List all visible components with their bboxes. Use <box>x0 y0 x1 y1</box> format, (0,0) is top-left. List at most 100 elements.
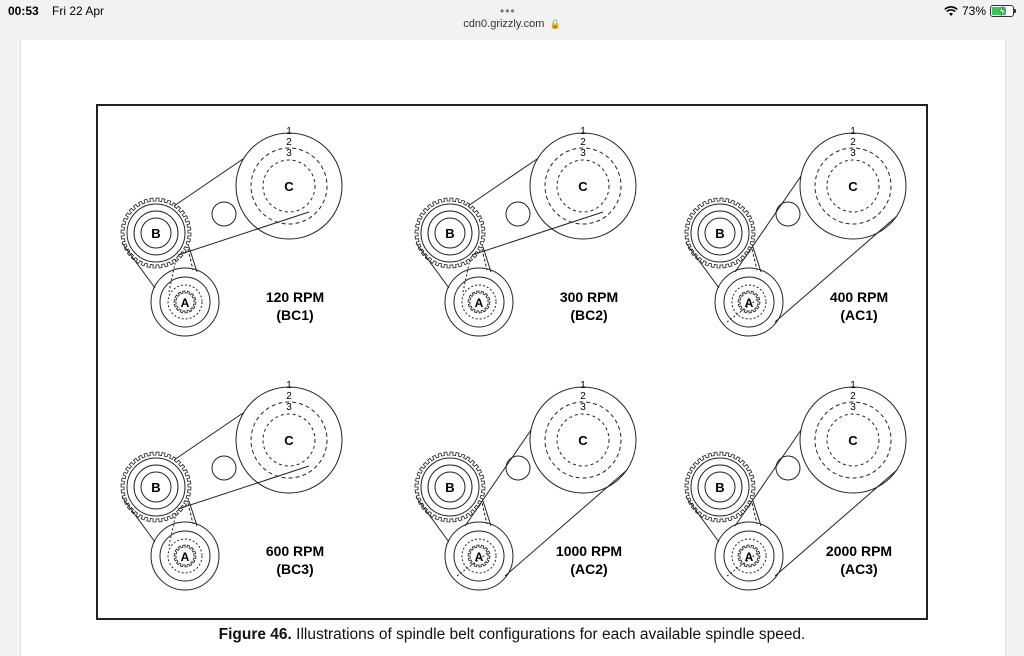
belts <box>685 429 898 577</box>
pulley-a-label: A <box>181 550 190 564</box>
pulley-a-spline <box>467 544 491 568</box>
pulley-a: A <box>150 267 220 337</box>
pulley-b-teeth <box>414 451 486 523</box>
step-label-1: 1 <box>580 380 586 391</box>
belts <box>685 175 898 323</box>
pulley-c: C 123 <box>799 126 907 240</box>
pulley-c-label: C <box>578 433 588 448</box>
config-code-label: (AC1) <box>840 307 877 323</box>
pulley-a-label: A <box>745 550 754 564</box>
step-label-3: 3 <box>580 402 586 413</box>
config-code-label: (BC3) <box>276 561 313 577</box>
pulley-c-label: C <box>284 433 294 448</box>
pulley-a-spline <box>737 290 761 314</box>
pulley-b: B <box>120 197 192 269</box>
idler-pulley <box>505 455 531 481</box>
step-label-2: 2 <box>286 137 292 148</box>
pulley-b-teeth <box>120 451 192 523</box>
lock-icon: 🔒 <box>549 19 561 29</box>
pulley-a-label: A <box>181 296 190 310</box>
charging-bolt-icon <box>998 6 1006 16</box>
step-label-2: 2 <box>850 391 856 402</box>
status-bar: 00:53 Fri 22 Apr ••• 73% <box>0 0 1024 22</box>
pulley-a: A <box>444 521 514 591</box>
pulley-a-label: A <box>475 296 484 310</box>
belts <box>415 158 604 293</box>
pulley-b-label: B <box>151 226 160 241</box>
step-label-3: 3 <box>850 148 856 159</box>
pulley-a: A <box>714 267 784 337</box>
pulley-b-teeth <box>684 197 756 269</box>
idler-pulley <box>775 201 801 227</box>
step-label-2: 2 <box>850 137 856 148</box>
belts <box>121 412 310 547</box>
status-time: 00:53 <box>8 4 39 18</box>
pulley-b-label: B <box>715 226 724 241</box>
figure-caption: Figure 46. Illustrations of spindle belt… <box>0 626 1024 644</box>
config-code-label: (AC3) <box>840 561 877 577</box>
config-code-label: (BC2) <box>570 307 607 323</box>
idler-pulley <box>211 201 237 227</box>
rpm-label: 120 RPM <box>266 289 324 305</box>
rpm-label: 600 RPM <box>266 543 324 559</box>
pulley-a-spline <box>173 544 197 568</box>
pulley-b: B <box>120 451 192 523</box>
pulley-b-label: B <box>151 480 160 495</box>
step-label-1: 1 <box>580 126 586 137</box>
step-label-1: 1 <box>850 126 856 137</box>
battery-fill <box>992 7 1006 15</box>
caption-text: Illustrations of spindle belt configurat… <box>291 626 806 643</box>
tab-overview-dots[interactable]: ••• <box>500 4 516 18</box>
pulley-a: A <box>444 267 514 337</box>
pulley-b-teeth <box>684 451 756 523</box>
config-code-label: (BC1) <box>276 307 313 323</box>
pulley-c-label: C <box>578 179 588 194</box>
idler-pulley <box>775 455 801 481</box>
step-label-2: 2 <box>286 391 292 402</box>
pulley-c-label: C <box>284 179 294 194</box>
wifi-icon <box>944 5 958 16</box>
pulley-c-label: C <box>848 433 858 448</box>
step-label-3: 3 <box>850 402 856 413</box>
pulley-b: B <box>684 451 756 523</box>
pulley-b: B <box>414 197 486 269</box>
figure-number: Figure 46. <box>218 626 292 643</box>
pulley-b-label: B <box>445 480 454 495</box>
pulley-b: B <box>684 197 756 269</box>
step-label-1: 1 <box>286 380 292 391</box>
pulley-a-spline <box>737 544 761 568</box>
status-date: Fri 22 Apr <box>52 4 105 18</box>
belts <box>121 158 310 293</box>
status-right: 73% <box>944 4 1016 18</box>
pulley-b: B <box>414 451 486 523</box>
step-label-1: 1 <box>286 126 292 137</box>
pulley-b-label: B <box>715 480 724 495</box>
idler-pulley <box>505 201 531 227</box>
pulley-a: A <box>714 521 784 591</box>
battery-icon <box>990 5 1016 17</box>
belts <box>415 429 628 577</box>
pulley-b-label: B <box>445 226 454 241</box>
pulley-b-teeth <box>120 197 192 269</box>
url-text[interactable]: cdn0.grizzly.com <box>463 18 545 30</box>
pulley-a-spline <box>467 290 491 314</box>
config-code-label: (AC2) <box>570 561 607 577</box>
pulley-c-label: C <box>848 179 858 194</box>
step-label-3: 3 <box>286 148 292 159</box>
step-label-2: 2 <box>580 391 586 402</box>
battery-percent: 73% <box>961 4 986 18</box>
pulley-a-label: A <box>475 550 484 564</box>
pulley-a-spline <box>173 290 197 314</box>
pulley-c: C 123 <box>529 380 637 494</box>
idler-pulley <box>211 455 237 481</box>
rpm-label: 2000 RPM <box>826 543 892 559</box>
rpm-label: 300 RPM <box>560 289 618 305</box>
address-bar[interactable]: cdn0.grizzly.com 🔒 <box>0 18 1024 30</box>
